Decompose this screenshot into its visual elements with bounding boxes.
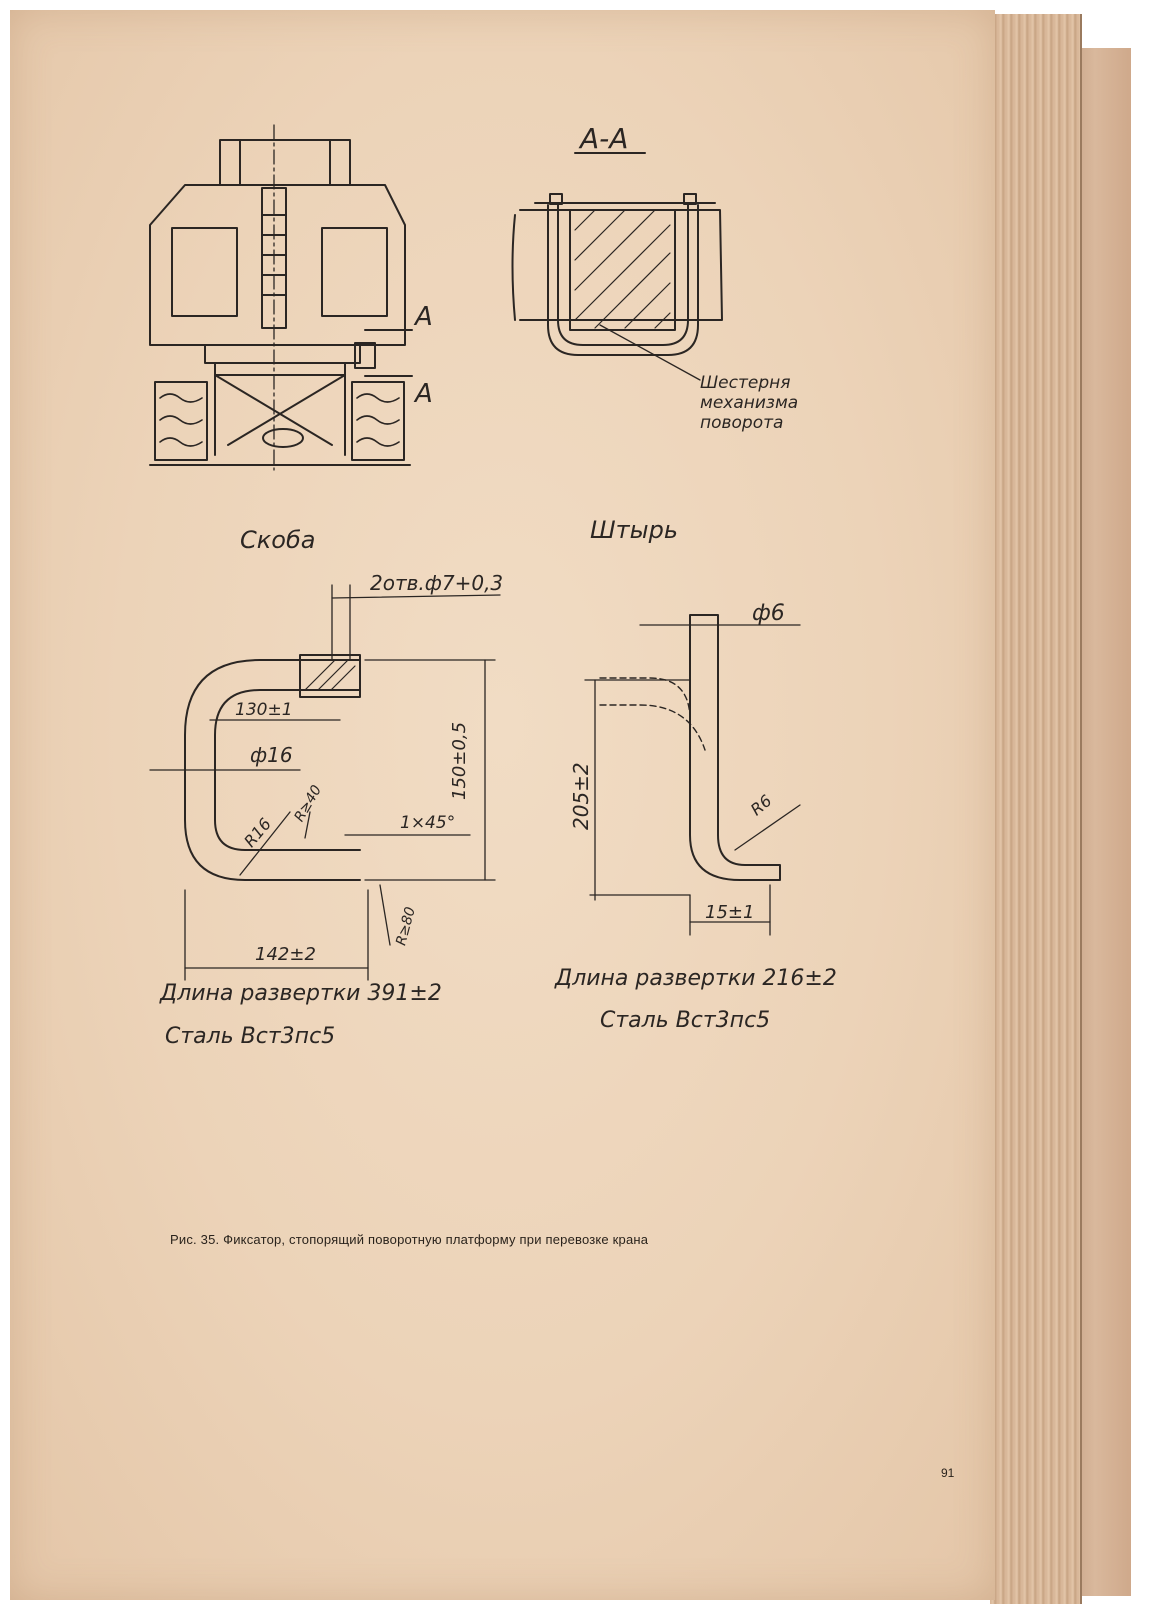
bracket-dim-d16: ф16 [250, 743, 293, 767]
bracket-dim-142: 142±2 [255, 944, 316, 965]
pin-material: Сталь Вст3пс5 [600, 1008, 770, 1033]
figure-caption: Рис. 35. Фиксатор, стопорящий поворотную… [170, 1232, 649, 1247]
pin-drawing [584, 614, 801, 936]
pin-dim-205: 205±2 [569, 762, 593, 830]
bracket-dim-130: 130±1 [235, 700, 293, 720]
bracket-dim-r16: R16 [240, 814, 275, 850]
pin-dim-r6: R6 [747, 791, 776, 819]
section-label: А-А [578, 122, 628, 155]
pin-dim-15: 15±1 [705, 902, 754, 923]
section-a-a [511, 152, 723, 381]
bracket-title: Скоба [240, 526, 315, 554]
section-marker-upper: А [413, 302, 433, 332]
bracket-material: Сталь Вст3пс5 [165, 1024, 335, 1049]
bracket-dim-r40: R≥40 [292, 783, 326, 825]
bracket-drawing [149, 584, 501, 981]
page-block-edge [990, 14, 1082, 1604]
pin-dim-d6: ф6 [752, 601, 785, 626]
bracket-dim-r80: R≥80 [393, 905, 419, 947]
leader-label-line3: поворота [700, 413, 783, 433]
bracket-holes-dim: 2отв.ф7+0,3 [370, 571, 503, 595]
leader-label-line1: Шестерня [700, 373, 790, 393]
bracket-dim-150: 150±0,5 [449, 722, 470, 800]
page-number: 91 [941, 1466, 955, 1480]
pin-unfold-length: Длина развертки 216±2 [554, 966, 837, 991]
book-page [10, 10, 995, 1600]
crane-front-view [149, 124, 413, 471]
pin-title: Штырь [590, 516, 678, 544]
bracket-unfold-length: Длина развертки 391±2 [159, 981, 442, 1006]
bracket-dim-chamfer: 1×45° [400, 813, 455, 833]
leader-label-line2: механизма [700, 393, 798, 413]
section-marker-lower: А [413, 379, 433, 409]
drawing-labels: А-А А А Шестерня механизма поворота Скоб… [159, 122, 837, 1049]
